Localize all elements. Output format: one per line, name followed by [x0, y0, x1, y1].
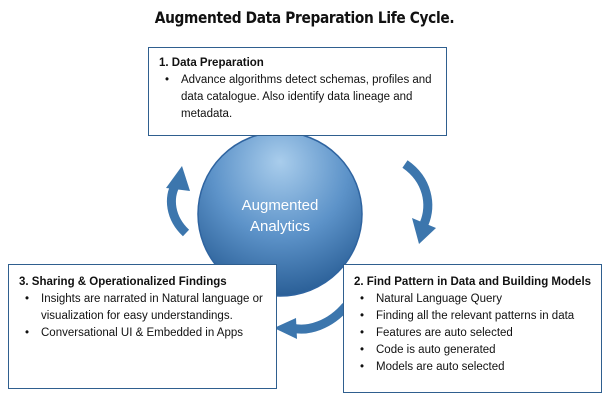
bullet-item: Insights are narrated in Natural languag… [19, 291, 270, 325]
box-data-preparation-bullets: Advance algorithms detect schemas, profi… [159, 72, 438, 123]
diagram-title: Augmented Data Preparation Life Cycle. [154, 8, 455, 27]
cycle-arrow-top-right [402, 160, 436, 244]
cycle-arrow-left [166, 166, 190, 237]
bullet-item: Code is auto generated [354, 342, 595, 359]
box-data-preparation-heading: 1. Data Preparation [159, 57, 264, 69]
center-label: Augmented Analytics [200, 195, 360, 237]
bullet-item: Models are auto selected [354, 359, 595, 376]
box-find-pattern-bullets: Natural Language Query Finding all the r… [354, 291, 595, 376]
box-sharing-findings: 3. Sharing & Operationalized Findings In… [8, 264, 277, 389]
bullet-item: Natural Language Query [354, 291, 595, 308]
box-find-pattern-heading: 2. Find Pattern in Data and Building Mod… [354, 276, 592, 288]
bullet-item: Advance algorithms detect schemas, profi… [159, 72, 438, 123]
box-sharing-findings-heading: 3. Sharing & Operationalized Findings [19, 276, 227, 288]
cycle-arrow-bottom [274, 302, 350, 339]
box-data-preparation: 1. Data Preparation Advance algorithms d… [148, 47, 447, 136]
box-find-pattern: 2. Find Pattern in Data and Building Mod… [343, 264, 602, 393]
bullet-item: Conversational UI & Embedded in Apps [19, 325, 270, 342]
box-sharing-findings-bullets: Insights are narrated in Natural languag… [19, 291, 270, 342]
center-label-line2: Analytics [249, 218, 311, 235]
bullet-item: Features are auto selected [354, 325, 595, 342]
bullet-item: Finding all the relevant patterns in dat… [354, 308, 595, 325]
center-label-line1: Augmented [241, 197, 319, 214]
